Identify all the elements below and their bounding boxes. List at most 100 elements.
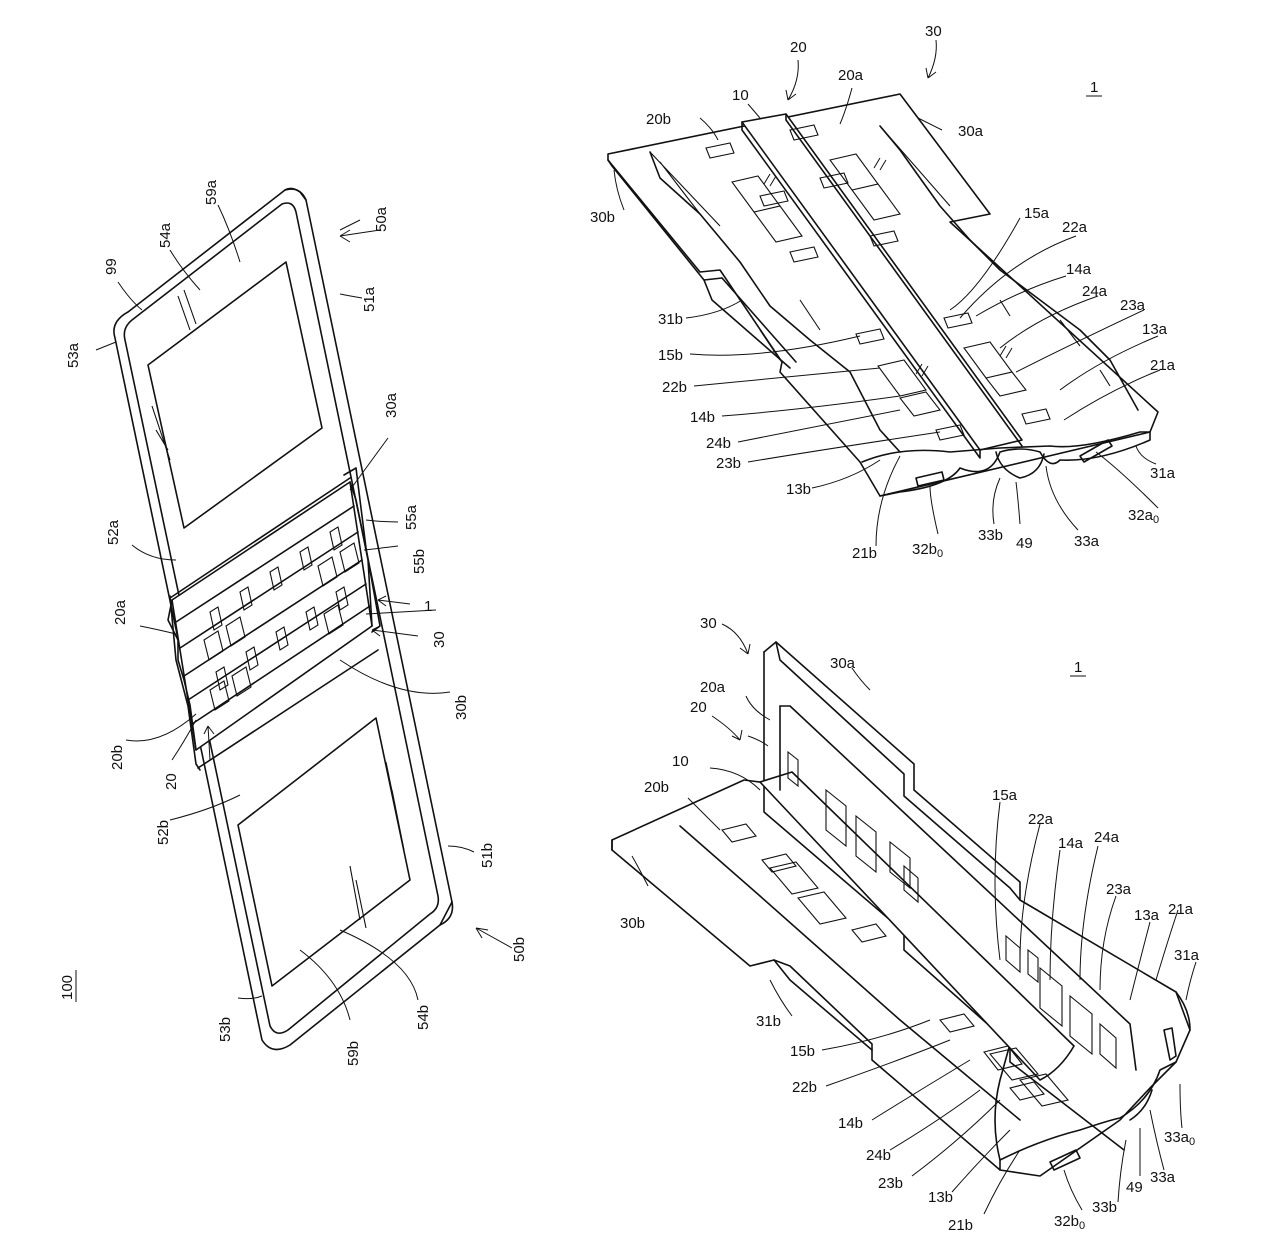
label-32a0-flat: 32a0: [1128, 507, 1159, 526]
flat-center-beam: [741, 113, 1023, 451]
label-54b: 54b: [415, 1005, 432, 1030]
label-15a-folded: 15a: [992, 787, 1018, 804]
label-13a-folded: 13a: [1134, 907, 1160, 924]
label-50b: 50b: [511, 937, 528, 962]
label-30a-folded: 30a: [830, 655, 856, 672]
flat-bottom-knuckle: [861, 431, 1151, 497]
folded-center-beam: [759, 771, 1075, 1081]
label-30a: 30a: [383, 392, 400, 418]
label-32b0-flat: 32b0: [912, 541, 943, 560]
label-10-folded: 10: [672, 753, 689, 770]
label-31a-flat: 31a: [1150, 465, 1176, 482]
label-21a-flat: 21a: [1150, 357, 1176, 374]
label-20-folded: 20: [690, 699, 707, 716]
label-53b: 53b: [217, 1017, 234, 1042]
label-21a-folded: 21a: [1168, 901, 1194, 918]
label-30b: 30b: [453, 695, 470, 720]
label-54a: 54a: [157, 222, 174, 248]
arrow-20-folded: [711, 715, 743, 741]
flat-labels: 20 30 1 10 20a 20b 30a 30b 15a 22a 14a 2…: [590, 23, 1176, 562]
folded-leader-lines: [631, 667, 1197, 1215]
arrow-1-device: [377, 595, 411, 607]
fold-line-upper: [169, 477, 351, 599]
label-30-flat: 30: [925, 23, 942, 40]
label-31b-folded: 31b: [756, 1013, 781, 1030]
label-55a: 55a: [403, 504, 420, 530]
label-51a: 51a: [361, 286, 378, 312]
device-labels: 100 99 54a 59a 50a 51a 53a 52a 30a 55a 5…: [59, 179, 528, 1066]
hinge-folded-figure: 30 30a 1 20a 20 10 20b 15a 22a 14a 24a 2…: [611, 615, 1200, 1234]
arrow-50a: [339, 229, 381, 243]
label-23b-flat: 23b: [716, 455, 741, 472]
hinge-flat-figure: 20 30 1 10 20a 20b 30a 30b 15a 22a 14a 2…: [590, 23, 1176, 562]
device-inner-bezel: [123, 202, 440, 1034]
arrow-50b: [475, 927, 513, 949]
side-bulge-20: [169, 595, 201, 771]
label-21b-flat: 21b: [852, 545, 877, 562]
label-14a-folded: 14a: [1058, 835, 1084, 852]
label-55b: 55b: [411, 549, 428, 574]
label-33b-folded: 33b: [1092, 1199, 1117, 1216]
label-24a-folded: 24a: [1094, 829, 1120, 846]
device-side-edge: [284, 187, 453, 926]
label-30a-flat: 30a: [958, 123, 984, 140]
foldable-device-figure: 100 99 54a 59a 50a 51a 53a 52a 30a 55a 5…: [59, 179, 528, 1066]
folded-knuckle: [999, 1061, 1177, 1161]
label-23a-flat: 23a: [1120, 297, 1146, 314]
device-hinge-module: [167, 481, 373, 751]
label-13a-flat: 13a: [1142, 321, 1168, 338]
label-22b-flat: 22b: [662, 379, 687, 396]
glare-lines-bottom: [349, 761, 405, 929]
label-59b: 59b: [345, 1041, 362, 1066]
label-33a-flat: 33a: [1074, 533, 1100, 550]
display-area-bottom: [237, 717, 411, 987]
label-15b-flat: 15b: [658, 347, 683, 364]
arrow-20-flat: [785, 59, 799, 101]
label-20a-flat: 20a: [838, 67, 864, 84]
label-23a-folded: 23a: [1106, 881, 1132, 898]
label-10-flat: 10: [732, 87, 749, 104]
label-24b-folded: 24b: [866, 1147, 891, 1164]
label-22a-folded: 22a: [1028, 811, 1054, 828]
label-52b: 52b: [155, 820, 172, 845]
label-24b-flat: 24b: [706, 435, 731, 452]
label-14b-folded: 14b: [838, 1115, 863, 1132]
label-20b-flat: 20b: [646, 111, 671, 128]
arrow-20-device: [203, 725, 215, 761]
label-20b: 20b: [109, 745, 126, 770]
display-area-top: [147, 261, 323, 529]
label-30: 30: [431, 631, 448, 648]
label-33b-flat: 33b: [978, 527, 1003, 544]
label-20-flat: 20: [790, 39, 807, 56]
label-21b-folded: 21b: [948, 1217, 973, 1234]
label-52a: 52a: [105, 519, 122, 545]
label-49-flat: 49: [1016, 535, 1033, 552]
label-20a: 20a: [112, 599, 129, 625]
label-23b-folded: 23b: [878, 1175, 903, 1192]
label-33a0-folded: 33a0: [1164, 1129, 1195, 1148]
label-59a: 59a: [203, 179, 220, 205]
label-32b0-folded: 32b0: [1054, 1213, 1085, 1232]
label-30b-flat: 30b: [590, 209, 615, 226]
label-33a-folded: 33a: [1150, 1169, 1176, 1186]
label-1-folded: 1: [1074, 659, 1082, 676]
label-24a-flat: 24a: [1082, 283, 1108, 300]
label-30b-folded: 30b: [620, 915, 645, 932]
side-bulge-55a: [343, 467, 381, 633]
label-15a-flat: 15a: [1024, 205, 1050, 222]
label-15b-folded: 15b: [790, 1043, 815, 1060]
folded-hinge-links: [721, 750, 1117, 1107]
label-13b-flat: 13b: [786, 481, 811, 498]
fold-line-lower: [197, 649, 379, 769]
arrow-30-device: [371, 625, 419, 637]
flat-plate-outline: [607, 93, 1159, 497]
label-22b-folded: 22b: [792, 1079, 817, 1096]
label-20a-folded: 20a: [700, 679, 726, 696]
glare-lines-top: [151, 289, 197, 461]
label-49-folded: 49: [1126, 1179, 1143, 1196]
label-51b: 51b: [479, 843, 496, 868]
folded-plate-30b: [611, 779, 1011, 1171]
label-13b-folded: 13b: [928, 1189, 953, 1206]
label-1-device: 1: [424, 598, 432, 615]
